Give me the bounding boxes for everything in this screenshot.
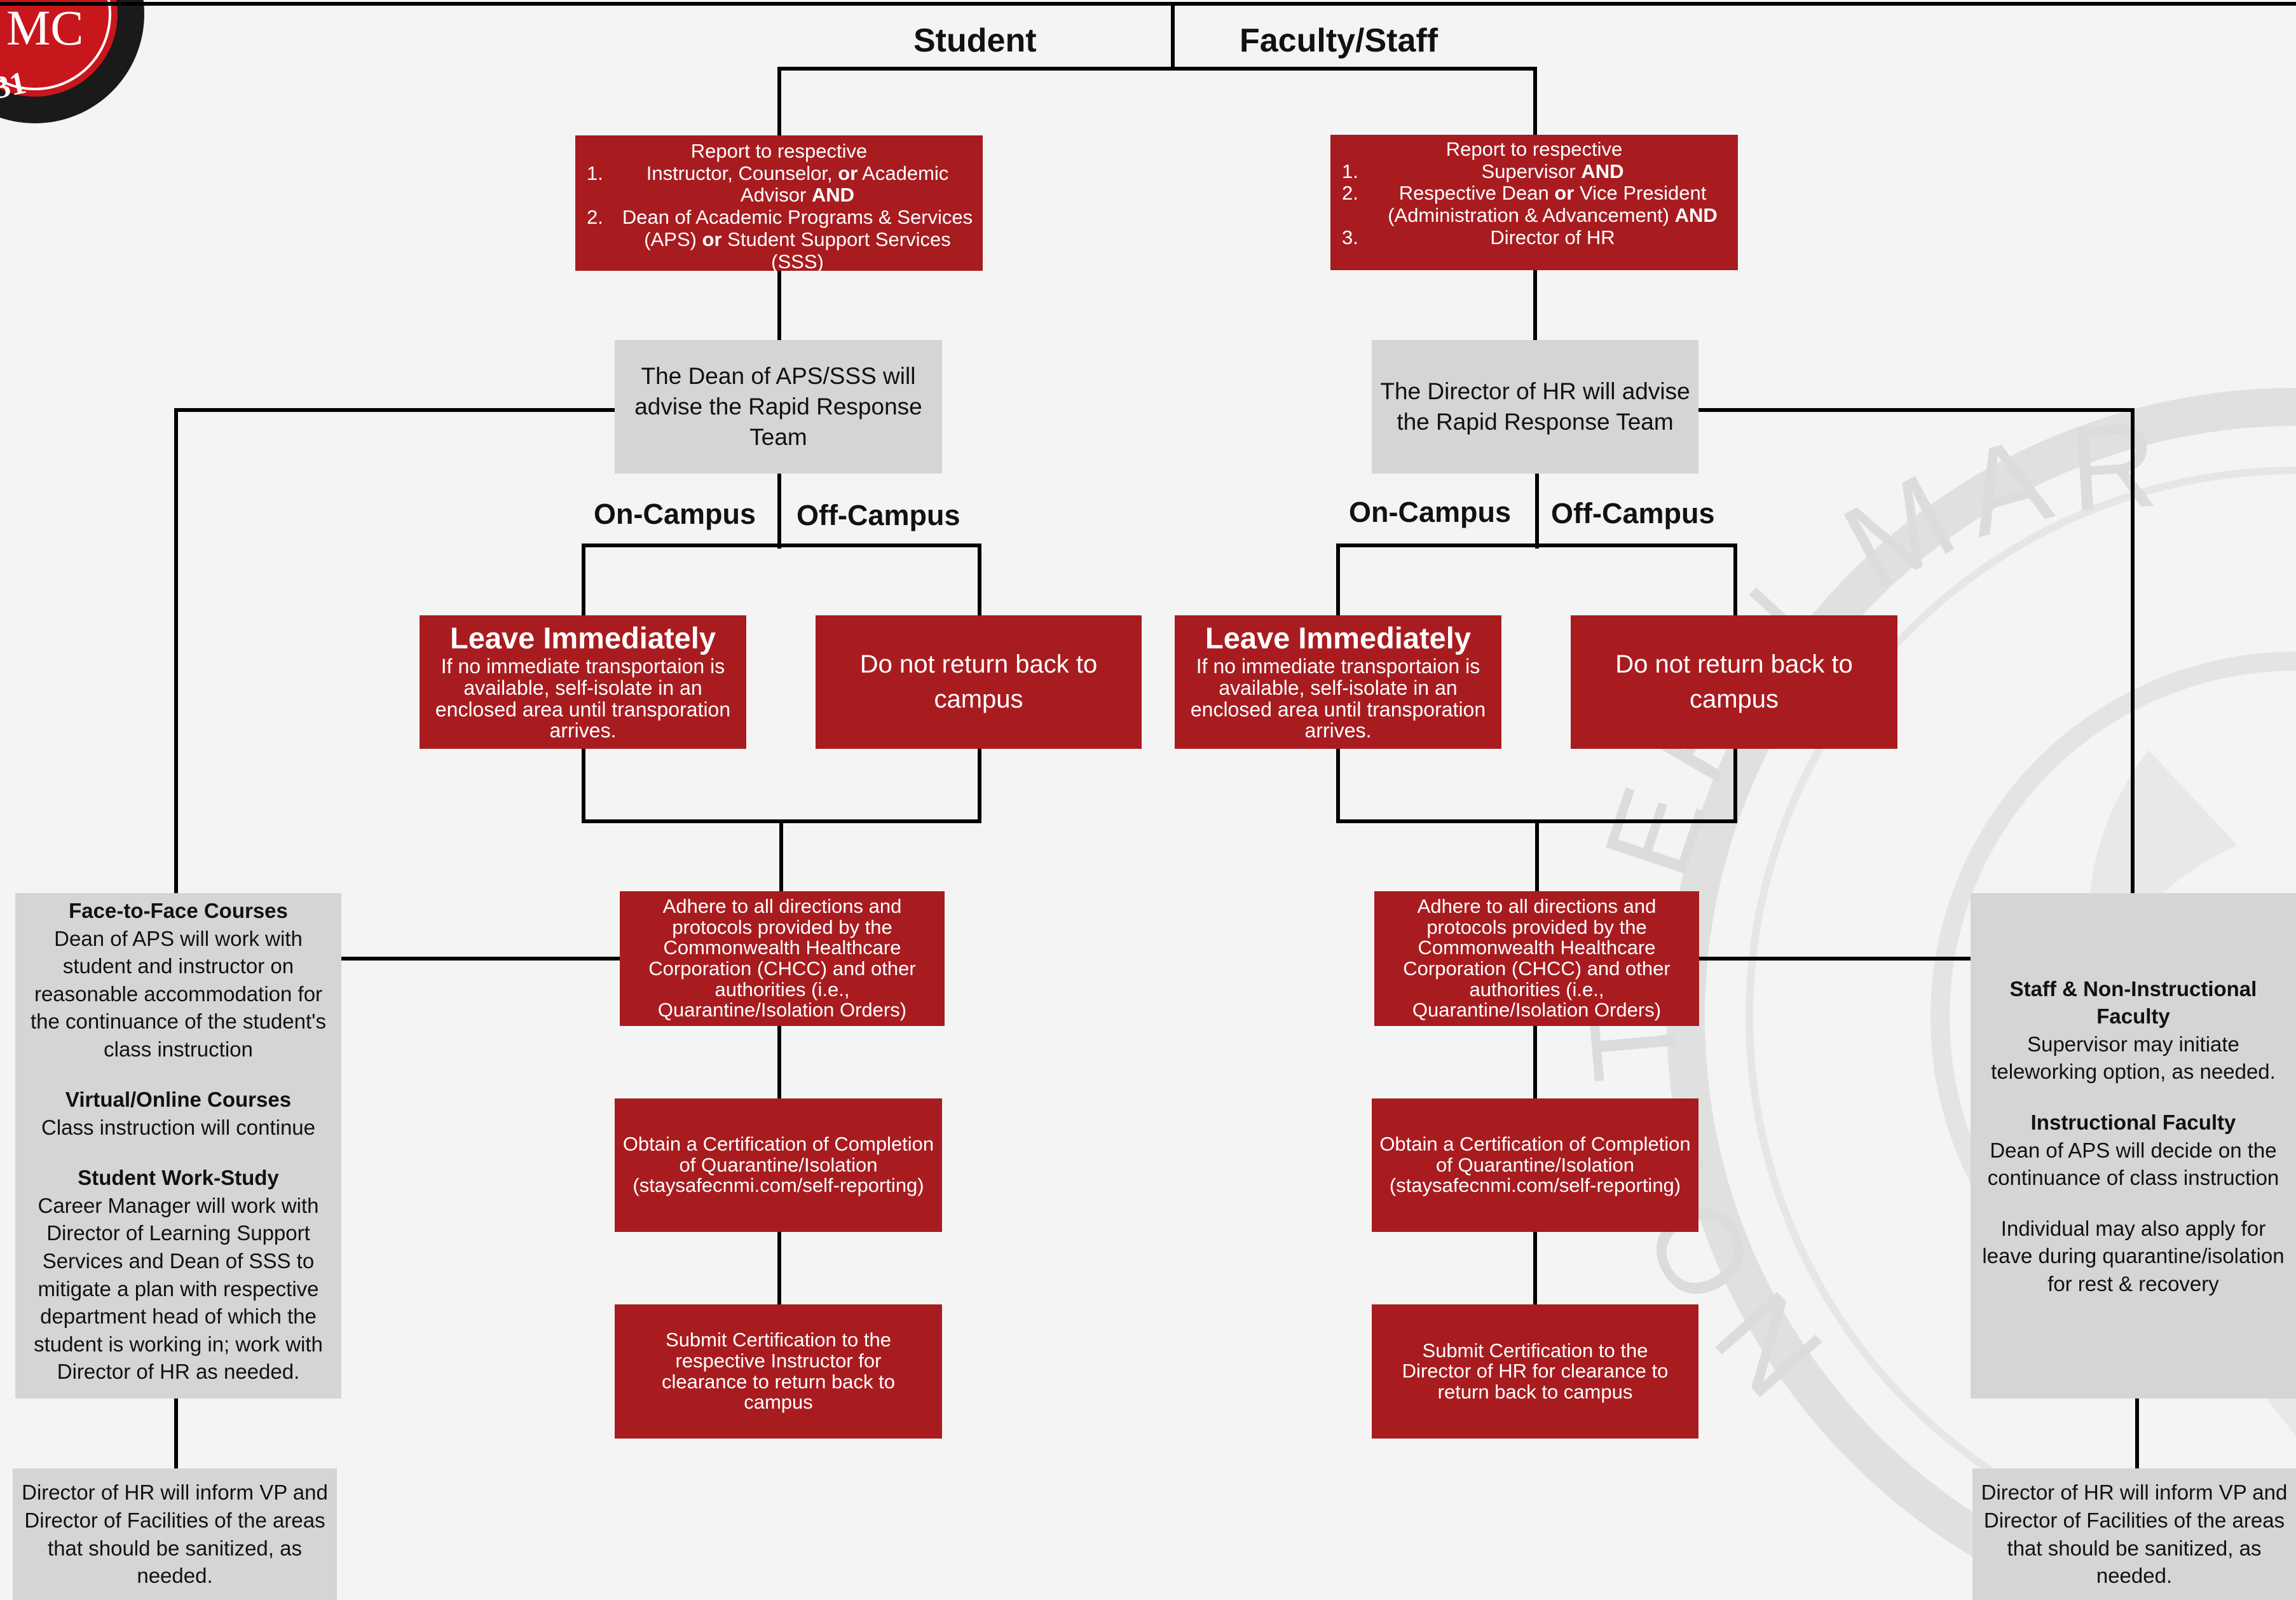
- logo-text: MC: [6, 0, 83, 55]
- faculty-hr-inform-box: Director of HR will inform VP and Direct…: [1972, 1468, 2296, 1600]
- student-obtain-box: Obtain a Certification of Completion of …: [615, 1098, 942, 1232]
- faculty-leave-title: Leave Immediately: [1205, 621, 1471, 655]
- student-no-return-box: Do not return back to campus: [816, 615, 1142, 749]
- faculty-side-body-instructional: Dean of APS will decide on the continuan…: [1987, 1138, 2279, 1190]
- student-side-connector: [174, 408, 617, 895]
- student-advise-box: The Dean of APS/SSS will advise the Rapi…: [615, 340, 942, 474]
- student-side-title-face-to-face: Face-to-Face Courses: [69, 899, 288, 922]
- faculty-side-connector: [1695, 408, 2135, 895]
- student-off-campus-label: Off-Campus: [796, 499, 960, 531]
- student-report-step: 2.Dean of Academic Programs & Services (…: [587, 206, 973, 273]
- student-heading: Student: [913, 22, 1037, 59]
- student-campus-join: [582, 747, 981, 823]
- student-leave-body: If no immediate transportaion is availab…: [435, 655, 731, 742]
- student-campus-fork: [582, 544, 981, 617]
- student-side-body-face-to-face: Dean of APS will work with student and i…: [31, 926, 326, 1061]
- faculty-report-step: 1.Supervisor AND: [1342, 160, 1624, 182]
- faculty-heading: Faculty/Staff: [1240, 22, 1438, 59]
- student-side-box: Face-to-Face Courses Dean of APS will wo…: [15, 893, 341, 1398]
- faculty-no-return-box: Do not return back to campus: [1571, 615, 1897, 749]
- faculty-side-title-staff: Staff & Non-Instructional Faculty: [2009, 976, 2257, 1029]
- student-leave-box: Leave Immediately If no immediate transp…: [420, 615, 746, 749]
- student-hr-inform-box: Director of HR will inform VP and Direct…: [13, 1468, 337, 1600]
- branch-connector: [777, 67, 1537, 139]
- student-report-step: 1.Instructor, Counselor, or Academic Adv…: [587, 161, 949, 207]
- faculty-report-box: Report to respective 1.Supervisor AND 2.…: [1330, 135, 1738, 270]
- faculty-campus-fork: [1336, 544, 1737, 617]
- student-side-body-work-study: Career Manager will work with Director o…: [34, 1193, 323, 1384]
- faculty-report-intro: Report to respective: [1445, 138, 1623, 160]
- student-report-intro: Report to respective: [690, 140, 868, 162]
- faculty-campus-join: [1336, 747, 1737, 823]
- student-adhere-box: Adhere to all directions and protocols p…: [620, 891, 945, 1026]
- faculty-leave-box: Leave Immediately If no immediate transp…: [1175, 615, 1501, 749]
- faculty-advise-box: The Director of HR will advise the Rapid…: [1372, 340, 1698, 474]
- faculty-obtain-box: Obtain a Certification of Completion of …: [1372, 1098, 1698, 1232]
- faculty-side-title-instructional: Instructional Faculty: [2030, 1110, 2236, 1134]
- faculty-side-box: Staff & Non-Instructional Faculty Superv…: [1971, 893, 2296, 1398]
- faculty-submit-box: Submit Certification to the Director of …: [1372, 1304, 1698, 1439]
- student-side-title-work-study: Student Work-Study: [78, 1166, 279, 1190]
- student-report-box: Report to respective 1.Instructor, Couns…: [575, 135, 983, 273]
- student-report-steps: 1.Instructor, Counselor, or Academic Adv…: [575, 161, 983, 273]
- faculty-off-campus-label: Off-Campus: [1551, 497, 1715, 530]
- student-side-body-virtual: Class instruction will continue: [41, 1115, 315, 1139]
- student-on-campus-label: On-Campus: [594, 498, 756, 530]
- student-side-title-virtual: Virtual/Online Courses: [65, 1088, 292, 1112]
- faculty-report-steps: 1.Supervisor AND 2.Respective Dean or Vi…: [1330, 160, 1738, 249]
- faculty-side-body-leave: Individual may also apply for leave duri…: [1982, 1216, 2285, 1296]
- faculty-side-body-staff: Supervisor may initiate teleworking opti…: [1991, 1032, 2276, 1084]
- student-submit-box: Submit Certification to the respective I…: [615, 1304, 942, 1439]
- faculty-adhere-box: Adhere to all directions and protocols p…: [1374, 891, 1699, 1026]
- college-logo: MC 31: [0, 0, 144, 123]
- faculty-on-campus-label: On-Campus: [1349, 496, 1512, 528]
- student-leave-title: Leave Immediately: [450, 621, 716, 655]
- faculty-report-step: 2.Respective Dean or Vice President (Adm…: [1342, 182, 1718, 227]
- faculty-leave-body: If no immediate transportaion is availab…: [1190, 655, 1486, 742]
- faculty-report-step: 3.Director of HR: [1342, 226, 1615, 249]
